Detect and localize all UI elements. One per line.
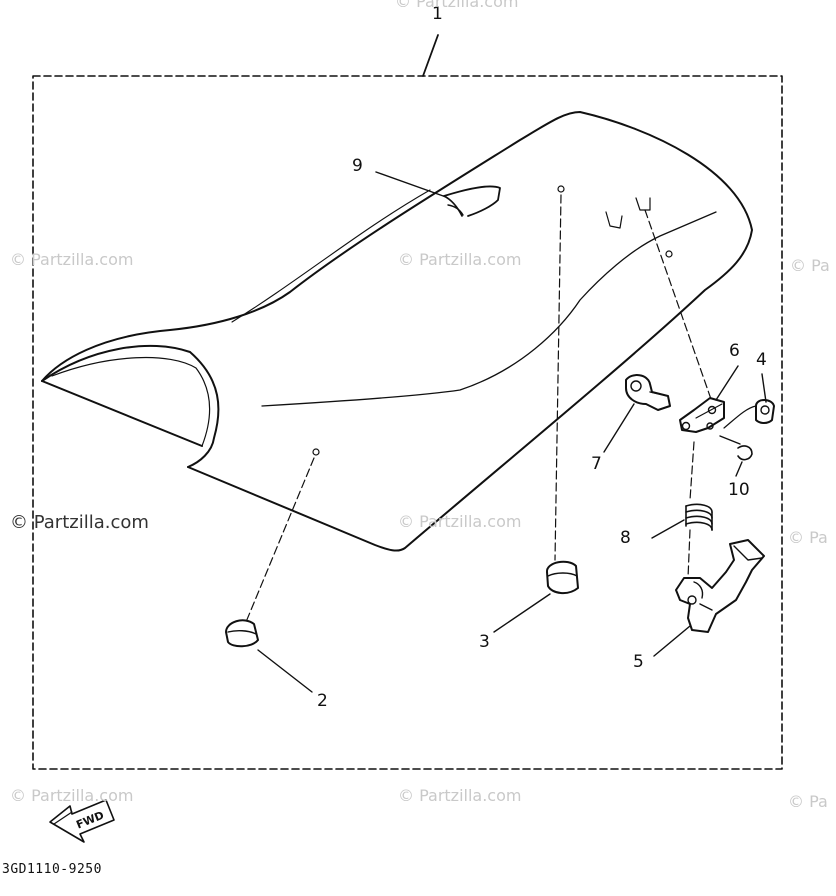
mount-hole [312, 448, 320, 456]
part-3-damper [546, 560, 579, 594]
assembly-boundary [32, 75, 783, 770]
callout-9: 9 [352, 156, 363, 176]
callout-10: 10 [728, 480, 750, 500]
mount-hole [557, 185, 565, 193]
watermark: © Partzilla.com [398, 512, 522, 531]
leader-3 [493, 593, 551, 633]
callout-1: 1 [432, 4, 443, 24]
part-9-strap [443, 185, 501, 217]
latch-slot [605, 211, 623, 229]
watermark-edge: © Pa [788, 792, 828, 811]
alignment-lines [245, 194, 713, 623]
watermark: © Partzilla.com [395, 0, 519, 11]
part-7-shaft [625, 374, 671, 411]
leader-6 [715, 365, 739, 401]
watermark-main: © Partzilla.com [10, 512, 149, 533]
leader-4 [761, 373, 767, 403]
part-10-clip [719, 435, 753, 461]
callout-2: 2 [317, 691, 328, 711]
callout-7: 7 [591, 454, 602, 474]
watermark-edge: © Pa [790, 256, 830, 275]
mount-hole [665, 250, 673, 258]
leader-10 [735, 461, 743, 477]
callout-5: 5 [633, 652, 644, 672]
leader-9 [375, 171, 447, 198]
part-6-bracket [679, 397, 725, 433]
part-5-lever [675, 539, 765, 633]
callout-3: 3 [479, 632, 490, 652]
leader-8 [651, 519, 685, 539]
callout-4: 4 [756, 350, 767, 370]
part-8-spring [685, 503, 713, 531]
part-2-damper [225, 619, 259, 648]
seat-cover [41, 111, 753, 552]
diagram-part-code: 3GD1110-9250 [2, 862, 102, 877]
watermark: © Partzilla.com [10, 786, 134, 805]
callout-6: 6 [729, 341, 740, 361]
part-4-grommet [755, 399, 775, 424]
fwd-label: FWD [74, 809, 106, 832]
latch-slot [635, 197, 651, 211]
leader-5 [653, 625, 691, 657]
leader-1 [422, 34, 439, 77]
watermark: © Partzilla.com [398, 250, 522, 269]
callout-8: 8 [620, 528, 631, 548]
link-line [723, 405, 757, 429]
watermark: © Partzilla.com [10, 250, 134, 269]
leader-7 [603, 403, 635, 453]
watermark-edge: © Pa [788, 528, 828, 547]
leader-2 [257, 649, 313, 693]
fwd-arrow-icon [49, 799, 115, 843]
watermark: © Partzilla.com [398, 786, 522, 805]
